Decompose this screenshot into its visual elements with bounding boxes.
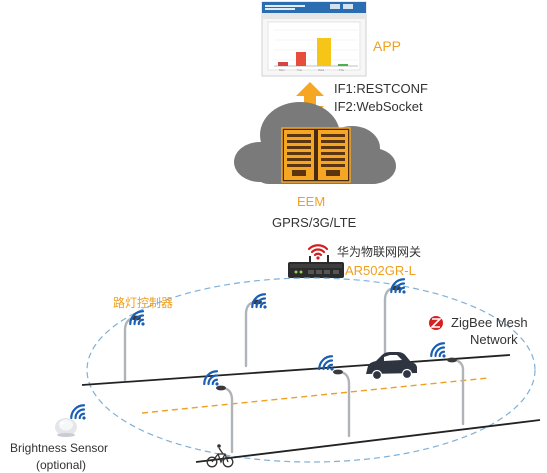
app-bar-3 [317,38,331,66]
gateway-model-label: AR502GR-L [345,263,416,278]
street-lamp [244,300,256,368]
street-lamp [222,386,234,454]
app-axis-label-4: Thu [339,68,345,72]
zigbee-label-line-2: Network [470,332,518,347]
app-axis-label-3: Wed [318,68,324,72]
car-icon [366,352,417,381]
gateway-wifi-icon [307,244,329,261]
zigbee-mesh-boundary [86,277,536,463]
app-axis-label-1: Mon [279,68,285,72]
sensor-label-line-2: (optional) [36,458,87,472]
street-lamp [453,358,465,426]
sensor-label-line-1: Brightness Sensor [10,441,109,455]
zigbee-logo-icon [429,316,443,330]
eem-label: EEM [297,194,326,209]
road-top-edge [81,354,511,386]
street-lamp [339,370,351,438]
road-lane-divider [141,377,489,414]
wifi-icon [126,307,152,333]
street-lamp [383,286,395,358]
gateway-name-label: 华为物联网网关 [337,245,422,259]
bicycle-icon [206,444,234,468]
gateway-router-icon [288,255,344,278]
zigbee-label-line-1: ZigBee Mesh [451,315,528,330]
network-label: GPRS/3G/LTE [272,215,357,230]
controller-label: 路灯控制器 [113,296,174,310]
app-screenshot: Mon Tue Wed Thu [261,1,367,77]
interface-line-1: IF1:RESTCONF [334,81,428,96]
app-bar-1 [278,62,288,66]
app-bar-4 [338,64,348,66]
road-bottom-edge [195,419,541,463]
server-rack-icon [281,127,351,183]
brightness-sensor-icon [55,418,77,437]
app-bar-2 [296,52,306,66]
app-axis-label-2: Tue [297,68,302,72]
interface-line-2: IF2:WebSocket [334,99,423,114]
street-lamp [123,316,135,382]
app-label: APP [373,38,402,54]
